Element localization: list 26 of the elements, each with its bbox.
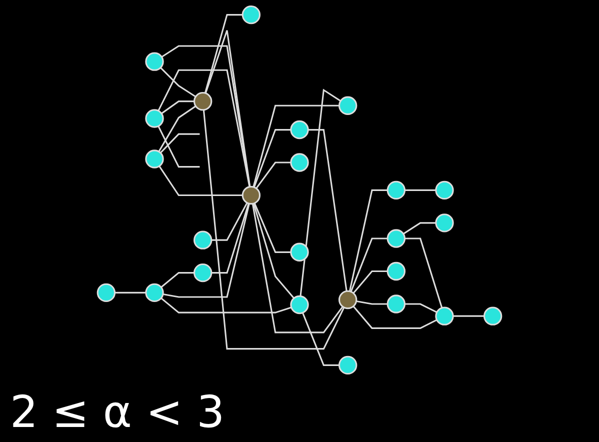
node-circle <box>338 290 358 310</box>
node-circle <box>483 306 502 326</box>
node-circle <box>435 306 454 326</box>
node-circle <box>96 283 116 302</box>
node-circle <box>290 295 309 314</box>
node-circle <box>242 5 261 24</box>
node-circle <box>242 186 261 205</box>
node-circle <box>386 294 406 314</box>
node-circle <box>194 230 212 250</box>
node-circle <box>290 242 309 262</box>
node-circle <box>145 52 164 71</box>
node-circle <box>145 150 164 168</box>
node-circle <box>386 262 406 281</box>
node-circle <box>290 120 309 140</box>
node-circle <box>290 153 309 172</box>
node-circle <box>194 92 212 111</box>
node-circle <box>145 109 164 128</box>
node-circle <box>435 180 454 200</box>
connector <box>202 104 348 350</box>
node-circle <box>338 96 358 115</box>
node-circle <box>386 180 406 200</box>
node-circle <box>435 214 454 232</box>
node-circle <box>194 263 212 282</box>
node-circle <box>145 283 164 302</box>
node-circle <box>338 356 358 375</box>
node-circle <box>386 229 406 248</box>
